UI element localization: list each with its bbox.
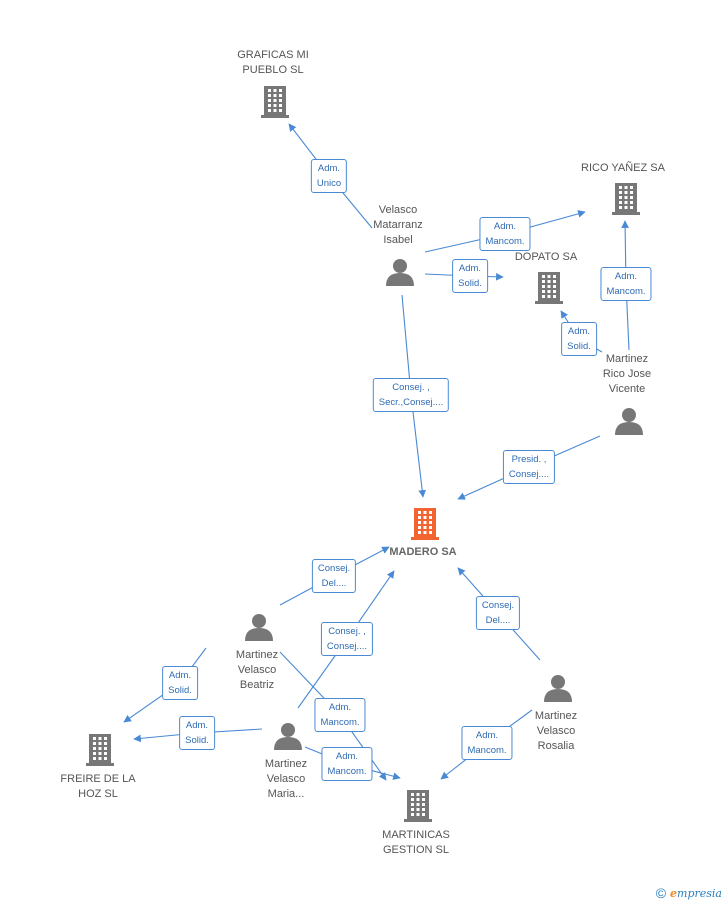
edge-label-velasco-isabel-rico-yanez[interactable]: Adm. Mancom. xyxy=(479,217,531,251)
person-icon-velasco-rosalia[interactable] xyxy=(544,675,572,702)
node-label-graficas: GRAFICAS MI PUEBLO SL xyxy=(237,49,309,76)
edge-label-maria-madero[interactable]: Consej. , Consej.... xyxy=(320,622,374,656)
edge-label-rico-jose-dopato[interactable]: Adm. Solid. xyxy=(561,322,597,356)
node-label-rico-jose: Martinez Rico Jose Vicente xyxy=(602,353,652,395)
edge-label-maria-martinicas[interactable]: Adm. Mancom. xyxy=(321,747,373,781)
edge-label-beatriz-madero[interactable]: Consej. Del.... xyxy=(311,559,357,593)
brand-logo: empresia xyxy=(670,886,722,900)
person-icon-velasco-beatriz[interactable] xyxy=(245,614,273,641)
person-icon-velasco-isabel[interactable] xyxy=(386,259,414,286)
company-icon-madero[interactable] xyxy=(411,508,439,540)
node-label-velasco-rosalia: Martinez Velasco Rosalia xyxy=(534,710,578,752)
node-label-velasco-maria: Martinez Velasco Maria... xyxy=(264,758,308,800)
node-label-martinicas: MARTINICAS GESTION SL xyxy=(382,829,450,856)
company-icon-graficas[interactable] xyxy=(261,86,289,118)
node-label-velasco-beatriz: Martinez Velasco Beatriz xyxy=(235,649,279,691)
node-label-dopato: DOPATO SA xyxy=(514,251,578,263)
person-icon-rico-jose[interactable] xyxy=(615,408,643,435)
node-label-velasco-isabel: Velasco Matarranz Isabel xyxy=(373,204,423,246)
company-icon-rico-yanez[interactable] xyxy=(612,183,640,215)
copyright-footer: © empresia xyxy=(656,885,722,901)
edge-label-maria-freire[interactable]: Adm. Solid. xyxy=(179,716,215,750)
node-label-rico-yanez: RICO YAÑEZ SA xyxy=(581,162,665,174)
copyright-icon: © xyxy=(655,885,667,901)
edge-label-velasco-isabel-dopato[interactable]: Adm. Solid. xyxy=(452,259,488,293)
edge-label-beatriz-martinicas[interactable]: Adm. Mancom. xyxy=(314,698,366,732)
edge-label-beatriz-freire[interactable]: Adm. Solid. xyxy=(162,666,198,700)
edge-label-rico-jose-madero[interactable]: Presid. , Consej.... xyxy=(502,450,556,484)
edge-label-velasco-isabel-madero[interactable]: Consej. , Secr.,Consej.... xyxy=(372,378,450,412)
edge-label-rico-jose-rico-yanez[interactable]: Adm. Mancom. xyxy=(600,267,652,301)
edge-label-rosalia-madero[interactable]: Consej. Del.... xyxy=(475,596,521,630)
edge-label-rosalia-martinicas[interactable]: Adm. Mancom. xyxy=(461,726,513,760)
company-icon-freire[interactable] xyxy=(86,734,114,766)
company-icon-martinicas[interactable] xyxy=(404,790,432,822)
person-icon-velasco-maria[interactable] xyxy=(274,723,302,750)
node-label-freire: FREIRE DE LA HOZ SL xyxy=(60,773,136,800)
edge-label-velasco-isabel-graficas[interactable]: Adm. Unico xyxy=(310,159,348,193)
node-label-madero: MADERO SA xyxy=(389,546,457,558)
nodes-layer xyxy=(86,86,643,822)
company-icon-dopato[interactable] xyxy=(535,272,563,304)
